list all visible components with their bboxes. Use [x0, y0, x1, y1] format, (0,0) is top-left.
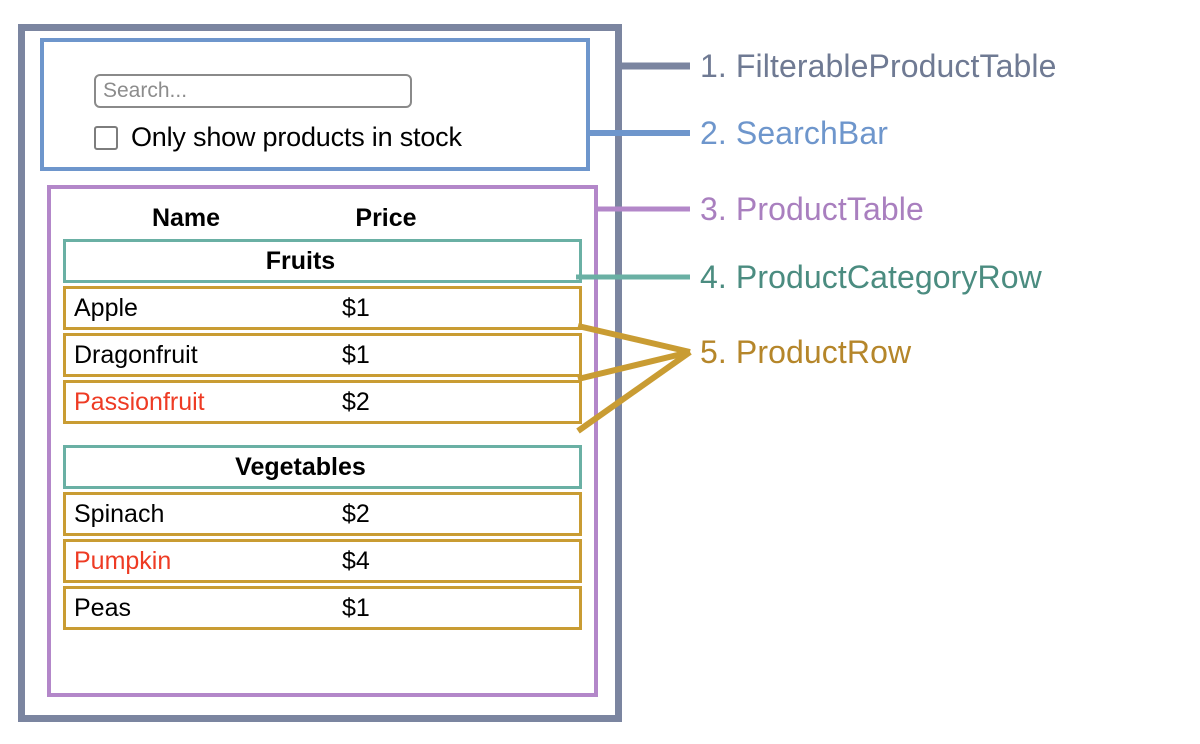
product-name: Apple: [74, 293, 138, 322]
search-bar: Only show products in stock: [40, 38, 590, 171]
product-row[interactable]: Pumpkin $4: [63, 539, 582, 583]
product-name: Pumpkin: [74, 546, 172, 575]
product-name: Spinach: [74, 499, 165, 528]
category-label: Vegetables: [235, 452, 366, 481]
column-header-name: Name: [151, 203, 221, 232]
legend-item-3: 3. ProductTable: [700, 191, 924, 228]
group-separator: [63, 427, 582, 445]
legend-label-2: SearchBar: [735, 115, 888, 151]
legend-item-2: 2. SearchBar: [700, 115, 888, 152]
legend-number-1: 1.: [700, 48, 736, 84]
product-price: $1: [342, 293, 370, 322]
product-row[interactable]: Spinach $2: [63, 492, 582, 536]
search-input-wrapper: [94, 74, 412, 108]
search-input[interactable]: [94, 74, 412, 108]
in-stock-filter-row[interactable]: Only show products in stock: [94, 124, 462, 151]
product-price: $1: [342, 340, 370, 369]
in-stock-checkbox[interactable]: [94, 125, 118, 150]
legend-item-4: 4. ProductCategoryRow: [700, 259, 1042, 296]
legend-number-2: 2.: [700, 115, 736, 151]
product-name: Peas: [74, 593, 131, 622]
legend-label-1: FilterableProductTable: [735, 48, 1057, 84]
legend-label-3: ProductTable: [735, 191, 924, 227]
product-price: $2: [342, 387, 370, 416]
legend-number-4: 4.: [700, 259, 736, 295]
legend-number-5: 5.: [700, 334, 736, 370]
product-name: Dragonfruit: [74, 340, 198, 369]
legend-label-5: ProductRow: [735, 334, 912, 370]
product-row[interactable]: Passionfruit $2: [63, 380, 582, 424]
legend-item-5: 5. ProductRow: [700, 334, 911, 371]
product-price: $2: [342, 499, 370, 528]
product-row[interactable]: Dragonfruit $1: [63, 333, 582, 377]
table-header-row: Name Price: [63, 197, 582, 239]
product-name: Passionfruit: [74, 387, 205, 416]
product-table: Name Price Fruits Apple $1 Dragonfruit $…: [47, 185, 598, 697]
product-category-row: Vegetables: [63, 445, 582, 489]
column-header-price: Price: [355, 203, 417, 232]
legend-number-3: 3.: [700, 191, 736, 227]
product-price: $1: [342, 593, 370, 622]
legend-item-1: 1. FilterableProductTable: [700, 48, 1056, 85]
product-row[interactable]: Apple $1: [63, 286, 582, 330]
legend-label-4: ProductCategoryRow: [735, 259, 1042, 295]
product-category-row: Fruits: [63, 239, 582, 283]
product-price: $4: [342, 546, 370, 575]
product-table-inner: Name Price Fruits Apple $1 Dragonfruit $…: [63, 197, 582, 633]
product-row[interactable]: Peas $1: [63, 586, 582, 630]
category-label: Fruits: [265, 246, 336, 275]
in-stock-checkbox-label: Only show products in stock: [131, 122, 462, 152]
